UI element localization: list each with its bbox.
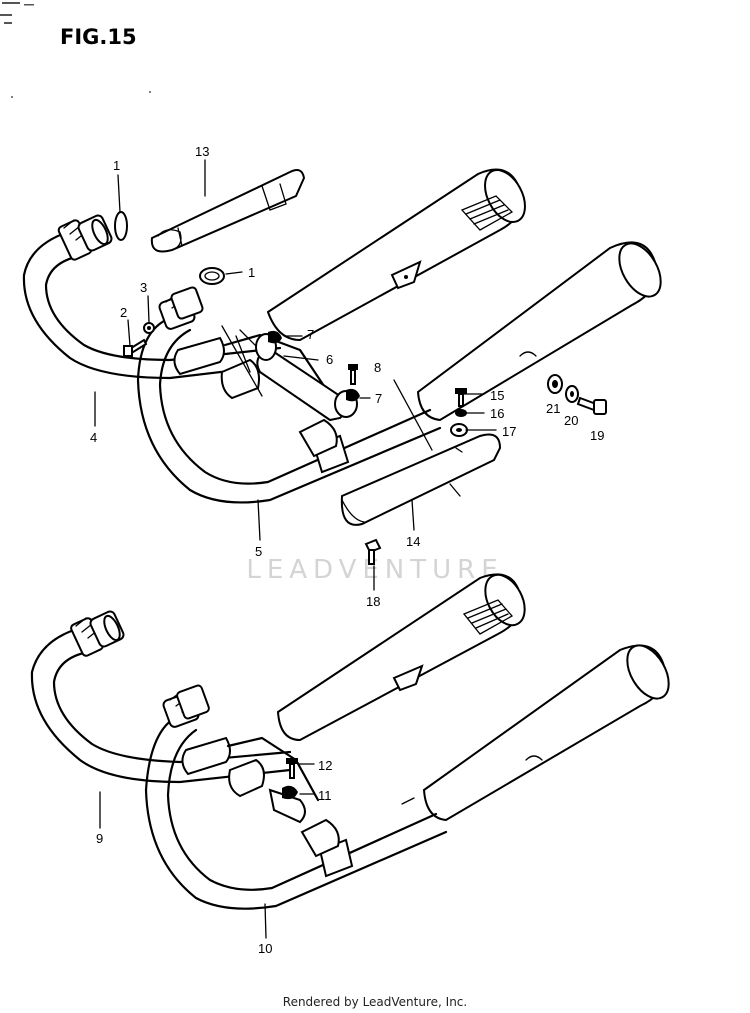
gasket-ring-upper [114,211,128,241]
leader-lines-lower [99,763,315,939]
screw-18 [364,538,382,565]
callout-20: 20 [564,413,578,428]
scan-specks [0,2,151,98]
clamp-11 [282,785,298,800]
callout-7-upper: 7 [307,327,314,342]
callout-5: 5 [255,544,262,559]
callout-21: 21 [546,401,560,416]
callout-8: 8 [374,360,381,375]
lower-right-muffler [401,644,670,822]
callout-labels: 1 1 2 3 4 5 6 7 7 8 9 10 11 12 13 14 15 … [90,144,604,956]
upper-right-muffler [416,241,662,422]
leader-lines-upper [94,159,497,591]
callout-18: 18 [366,594,380,609]
header-pipe-4 [22,214,282,380]
upper-left-muffler [266,168,526,342]
callout-14: 14 [406,534,420,549]
callout-3: 3 [140,280,147,295]
lower-exhaust-assembly [30,573,670,939]
heat-shield-13 [150,169,306,253]
callout-4: 4 [90,430,97,445]
header-pipe-9 [30,610,292,784]
nut-3 [143,322,155,334]
washer-17 [450,423,468,437]
callout-7-lower: 7 [375,391,382,406]
figure-title: FIG.15 [60,25,137,49]
callout-16: 16 [490,406,504,421]
bolt-19 [576,396,607,415]
connector-pipe-6 [255,330,360,422]
heat-shield-14 [340,433,502,526]
callout-6: 6 [326,352,333,367]
callout-10: 10 [258,941,272,956]
bolt-12 [286,758,298,779]
callout-2: 2 [120,305,127,320]
callout-11: 11 [318,788,332,803]
washer-20 [565,385,579,403]
bolt-8 [348,364,358,385]
callout-15: 15 [490,388,504,403]
nut-21 [547,374,563,394]
upper-exhaust-assembly [22,159,662,591]
washer-16 [455,409,467,417]
callout-1-lower: 1 [248,265,255,280]
callout-13: 13 [195,144,209,159]
lower-left-muffler [276,573,526,742]
gasket-ring-lower [199,267,225,285]
callout-19: 19 [590,428,604,443]
header-pipe-10 [144,684,448,910]
crossover-pipe [220,329,332,400]
callout-12: 12 [318,758,332,773]
callout-9: 9 [96,831,103,846]
bolt-2 [123,338,148,357]
callout-1-upper: 1 [113,158,120,173]
lower-crossover-pipe [226,736,320,824]
footer-credit: Rendered by LeadVenture, Inc. [283,995,467,1009]
bolt-15 [455,388,467,407]
callout-17: 17 [502,424,516,439]
